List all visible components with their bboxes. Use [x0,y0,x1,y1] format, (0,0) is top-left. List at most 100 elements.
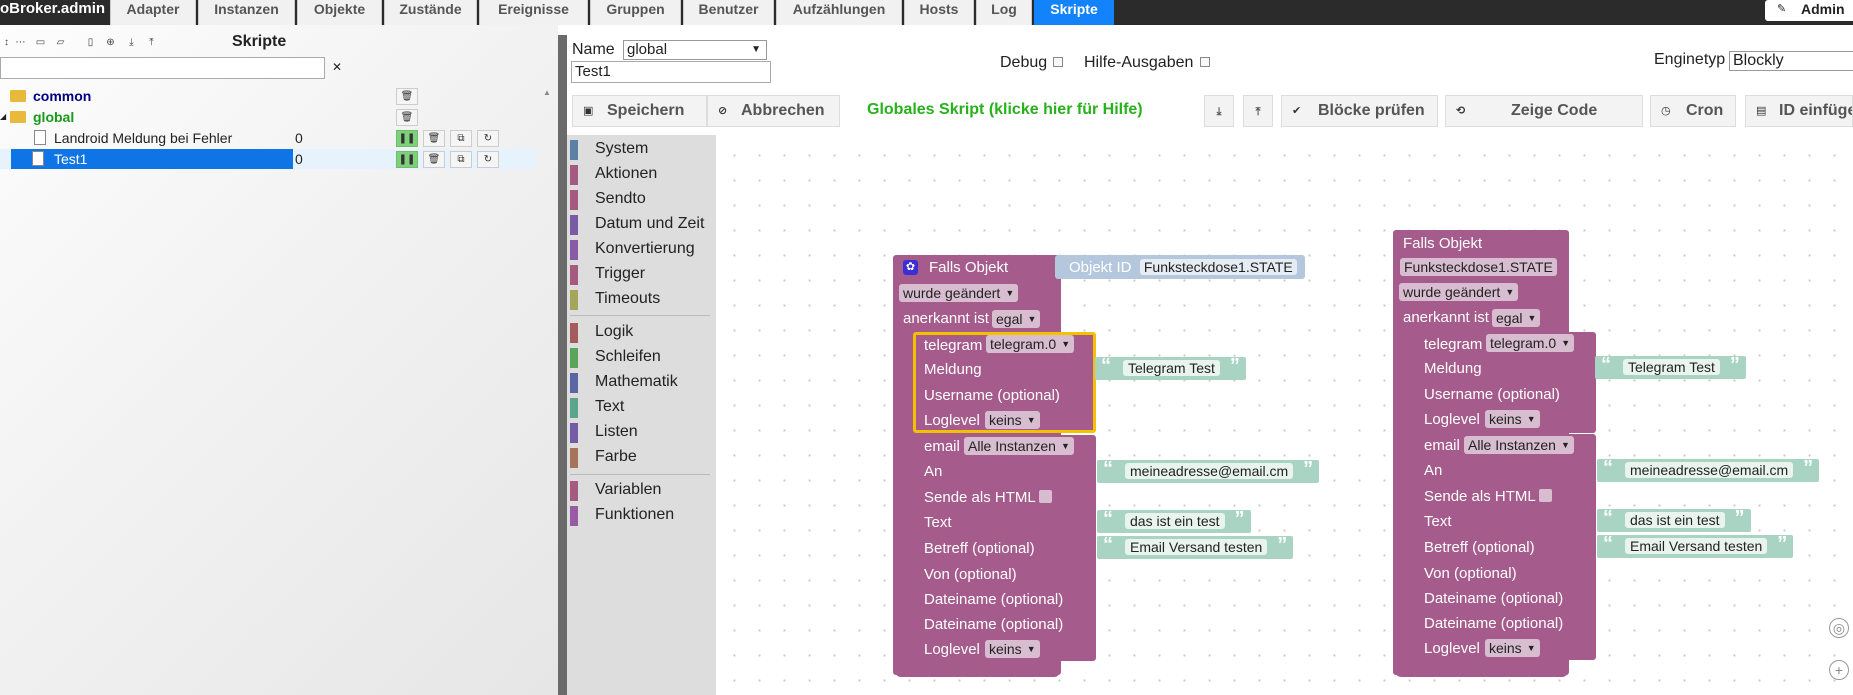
email-loglevel-dropdown[interactable]: keins▼ [1485,639,1540,657]
tree-script-landroid[interactable]: Landroid Meldung bei Fehler 0 ❚❚ 🗑 ⧉ ↻ [0,128,536,148]
category-listen[interactable]: Listen [567,421,716,443]
delete-icon[interactable]: 🗑 [396,88,418,105]
tab-gruppen[interactable]: Gruppen [590,0,681,25]
import-icon[interactable]: ⤒ [149,37,154,48]
tab-zustaende[interactable]: Zustände [384,0,477,25]
add-icon[interactable]: ⊕ [106,37,115,48]
tab-hosts[interactable]: Hosts [904,0,974,25]
category-mathematik[interactable]: Mathematik [567,371,716,393]
telegram-instance-dropdown[interactable]: telegram.0▼ [1486,334,1575,352]
category-sendto[interactable]: Sendto [567,188,716,210]
telegram-message-string[interactable]: “Telegram Test” [1095,355,1246,380]
new-folder-icon[interactable]: ▭ [35,37,46,48]
category-aktionen[interactable]: Aktionen [567,163,716,185]
export-icon[interactable]: ⤓ [129,37,134,48]
tab-instanzen[interactable]: Instanzen [198,0,295,25]
loglevel-dropdown[interactable]: keins▼ [1485,410,1540,428]
recenter-icon[interactable]: ◎ [1829,618,1849,638]
category-funktionen[interactable]: Funktionen [567,504,716,526]
email-loglevel-dropdown[interactable]: keins▼ [985,640,1040,658]
category-text[interactable]: Text [567,396,716,418]
email-to-string[interactable]: “meineadresse@email.cm” [1597,457,1820,482]
category-variablen[interactable]: Variablen [567,479,716,501]
save-button[interactable]: ▣Speichern [572,95,707,127]
restart-icon[interactable]: ↻ [477,151,499,168]
email-block[interactable] [913,435,1096,661]
copy-icon[interactable]: ⧉ [450,130,472,147]
show-code-button[interactable]: ⟲Zeige Code [1445,95,1643,127]
tab-adapter[interactable]: Adapter [110,0,196,25]
user-menu-button[interactable]: ✎ Admin [1765,0,1853,21]
delete-icon[interactable]: 🗑 [423,130,445,147]
cancel-button[interactable]: ⊘Abbrechen [707,95,840,127]
object-id-block[interactable]: Objekt ID Funksteckdose1.STATE [1055,255,1305,279]
category-schleifen[interactable]: Schleifen [567,346,716,368]
clear-icon[interactable]: ✕ [332,60,343,74]
expand-icon[interactable]: ⋯ [15,37,26,48]
delete-icon[interactable]: 🗑 [423,151,445,168]
tab-objekte[interactable]: Objekte [297,0,382,25]
tree-folder-common[interactable]: common 🗑 [0,86,536,106]
global-script-help-link[interactable]: Globales Skript (klicke hier für Hilfe) [867,101,1143,118]
email-subject-string[interactable]: “Email Versand testen” [1597,533,1794,558]
html-checkbox[interactable] [1539,489,1552,502]
check-blocks-button[interactable]: ✔Blöcke prüfen [1281,95,1438,127]
tree-toggle-icon[interactable]: ◢ [0,112,7,121]
tree-folder-global[interactable]: ◢ global 🗑 [0,107,536,127]
loglevel-dropdown[interactable]: keins▼ [985,411,1040,429]
pause-icon[interactable]: ❚❚ [396,130,418,147]
collapse-icon[interactable]: ↕ [4,37,9,48]
folder-select[interactable]: global▼ [623,40,767,60]
insert-id-button[interactable]: ▤ID einfügen [1745,95,1853,127]
subject-label: Betreff (optional) [1424,539,1535,556]
email-subject-string[interactable]: “Email Versand testen” [1097,534,1294,559]
object-id-field[interactable]: Funksteckdose1.STATE [1400,258,1557,276]
telegram-instance-dropdown[interactable]: telegram.0▼ [986,335,1075,353]
email-text-string[interactable]: “das ist ein test” [1097,508,1251,533]
restart-icon[interactable]: ↻ [477,130,499,147]
script-search-input[interactable] [0,57,325,79]
tab-skripte[interactable]: Skripte [1034,0,1114,25]
import-button[interactable]: ⤒ [1243,95,1273,127]
debug-checkbox[interactable] [1053,57,1063,67]
telegram-message-string[interactable]: “Telegram Test” [1595,354,1746,379]
category-timeouts[interactable]: Timeouts [567,288,716,310]
ack-dropdown[interactable]: egal▼ [1492,309,1541,327]
category-system[interactable]: System [567,138,716,160]
ack-dropdown[interactable]: egal▼ [992,310,1041,328]
html-checkbox[interactable] [1039,490,1052,503]
delete-icon[interactable]: 🗑 [396,109,418,126]
panel-splitter[interactable] [558,35,567,695]
tab-ereignisse[interactable]: Ereignisse [479,0,588,25]
tree-script-test1[interactable]: Test1 0 ❚❚ 🗑 ⧉ ↻ [0,149,536,169]
script-name-input[interactable]: Test1 [571,61,771,83]
trigger-mode-dropdown[interactable]: wurde geändert▼ [1399,283,1519,301]
email-to-string[interactable]: “meineadresse@email.cm” [1097,458,1320,483]
email-instance-dropdown[interactable]: Alle Instanzen▼ [1464,436,1574,454]
tab-log[interactable]: Log [976,0,1032,25]
trigger-mode-dropdown[interactable]: wurde geändert▼ [899,284,1019,302]
tab-benutzer[interactable]: Benutzer [683,0,774,25]
new-script-icon[interactable]: ▯ [87,37,94,48]
email-block[interactable] [1413,434,1596,660]
cron-button[interactable]: ◷Cron [1650,95,1736,127]
engine-select[interactable]: Blockly [1729,51,1853,71]
scroll-up-icon[interactable]: ▲ [543,88,551,97]
email-instance-dropdown[interactable]: Alle Instanzen▼ [964,437,1074,455]
export-button[interactable]: ⤓ [1204,95,1234,127]
copy-icon[interactable]: ⧉ [450,151,472,168]
category-konvertierung[interactable]: Konvertierung [567,238,716,260]
open-folder-icon[interactable]: ▱ [56,37,65,48]
zoom-in-icon[interactable]: + [1829,660,1849,680]
pause-icon[interactable]: ❚❚ [396,151,418,168]
help-output-checkbox[interactable] [1200,57,1210,67]
category-trigger[interactable]: Trigger [567,263,716,285]
email-text-string[interactable]: “das ist ein test” [1597,507,1751,532]
blockly-workspace[interactable] [716,135,1853,695]
category-logik[interactable]: Logik [567,321,716,343]
category-datum[interactable]: Datum und Zeit [567,213,716,235]
gear-icon[interactable]: ✿ [903,260,918,275]
category-farbe[interactable]: Farbe [567,446,716,468]
loglevel-label: Loglevel [924,412,980,429]
tab-aufzaehlungen[interactable]: Aufzählungen [776,0,902,25]
